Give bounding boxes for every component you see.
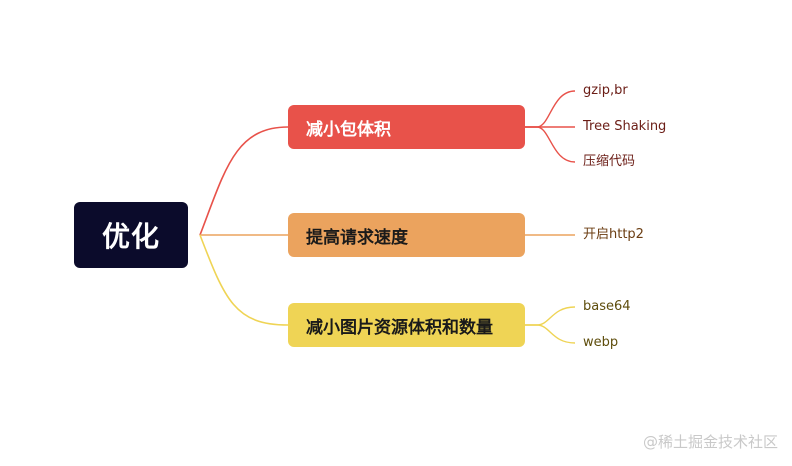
link-branch-3-leaf-1 [525, 306, 576, 326]
root-node[interactable]: 优化 [74, 202, 188, 268]
branch-node-reduce-bundle[interactable]: 减小包体积 [288, 105, 525, 149]
link-branch-1-leaf-3 [525, 126, 576, 163]
link-branch-1-leaf-1 [525, 90, 576, 128]
branch-node-image-resources[interactable]: 减小图片资源体积和数量 [288, 303, 525, 347]
leaf-node-webp[interactable]: webp [583, 335, 619, 350]
leaf-node-tree-shaking[interactable]: Tree Shaking [583, 119, 667, 134]
link-branch-3-leaf-2 [525, 324, 576, 344]
link-root-branch-1 [199, 126, 289, 236]
branch-node-request-speed[interactable]: 提高请求速度 [288, 213, 525, 257]
link-root-branch-3 [199, 234, 289, 326]
leaf-node-enable-http2[interactable]: 开启http2 [583, 227, 644, 242]
watermark: @稀土掘金技术社区 [642, 433, 778, 451]
leaf-node-gzip-br[interactable]: gzip,br [583, 83, 628, 98]
leaf-node-compress-code[interactable]: 压缩代码 [583, 154, 636, 169]
leaf-node-base64[interactable]: base64 [583, 299, 631, 314]
